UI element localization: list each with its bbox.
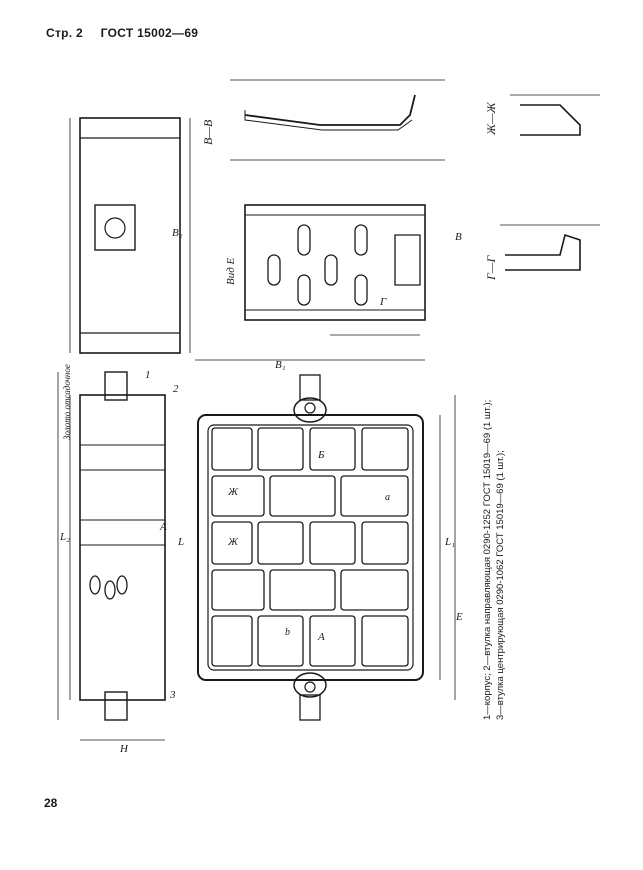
view-e: Вид Е Г В — [225, 204, 462, 336]
caption-line1: 1—корпус; 2—втулка направляющая 0290-125… — [482, 400, 493, 720]
callout-3: 3 — [169, 689, 176, 701]
dim-a: A — [159, 521, 167, 533]
dim-l2: L₂ — [59, 531, 70, 543]
side-view-bottom: L₂ L A H Золото отсадочное 1 2 3 — [57, 364, 184, 755]
dim-b1: B₁ — [275, 359, 286, 371]
marker-v: В — [455, 231, 462, 243]
label-v-v: В—В — [201, 119, 215, 145]
page-number: 28 — [44, 796, 58, 810]
dim-l: L — [177, 536, 184, 548]
dim-b2: B₂ — [172, 227, 183, 239]
dim-a-cell: a — [385, 492, 390, 503]
dim-l1: L₁ — [444, 536, 455, 548]
section-v-v: В—В — [201, 79, 445, 161]
label-vid-e: Вид Е — [225, 257, 237, 285]
marker-g: Г — [379, 296, 387, 308]
callout-2: 2 — [173, 383, 179, 395]
plan-view: B₁ L₁ a b Б Ж Ж А Е — [195, 359, 463, 721]
section-g-g: Г—Г — [484, 224, 600, 281]
marker-a: А — [317, 631, 325, 643]
caption: 1—корпус; 2—втулка направляющая 0290-125… — [482, 400, 506, 720]
marker-e: Е — [455, 611, 463, 623]
label-g-g: Г—Г — [484, 255, 498, 281]
label-zoloto: Золото отсадочное — [62, 364, 72, 440]
section-zh-zh: Ж—Ж — [484, 94, 600, 136]
callout-1: 1 — [145, 369, 151, 381]
caption-line2: 3—втулка центрирующая 0290-1062 ГОСТ 150… — [495, 450, 506, 720]
marker-zh-top: Ж — [227, 486, 239, 498]
label-zh-zh: Ж—Ж — [484, 101, 498, 136]
dim-b-cell: b — [285, 627, 290, 638]
side-view-top: B₂ — [69, 117, 191, 354]
page-label: Стр. 2 — [46, 26, 84, 40]
marker-b: Б — [317, 449, 325, 461]
dim-h: H — [119, 743, 129, 755]
standard-label: ГОСТ 15002—69 — [100, 26, 199, 40]
page-header: Стр. 2 ГОСТ 15002—69 — [46, 26, 212, 40]
marker-zh-bottom: Ж — [227, 536, 239, 548]
